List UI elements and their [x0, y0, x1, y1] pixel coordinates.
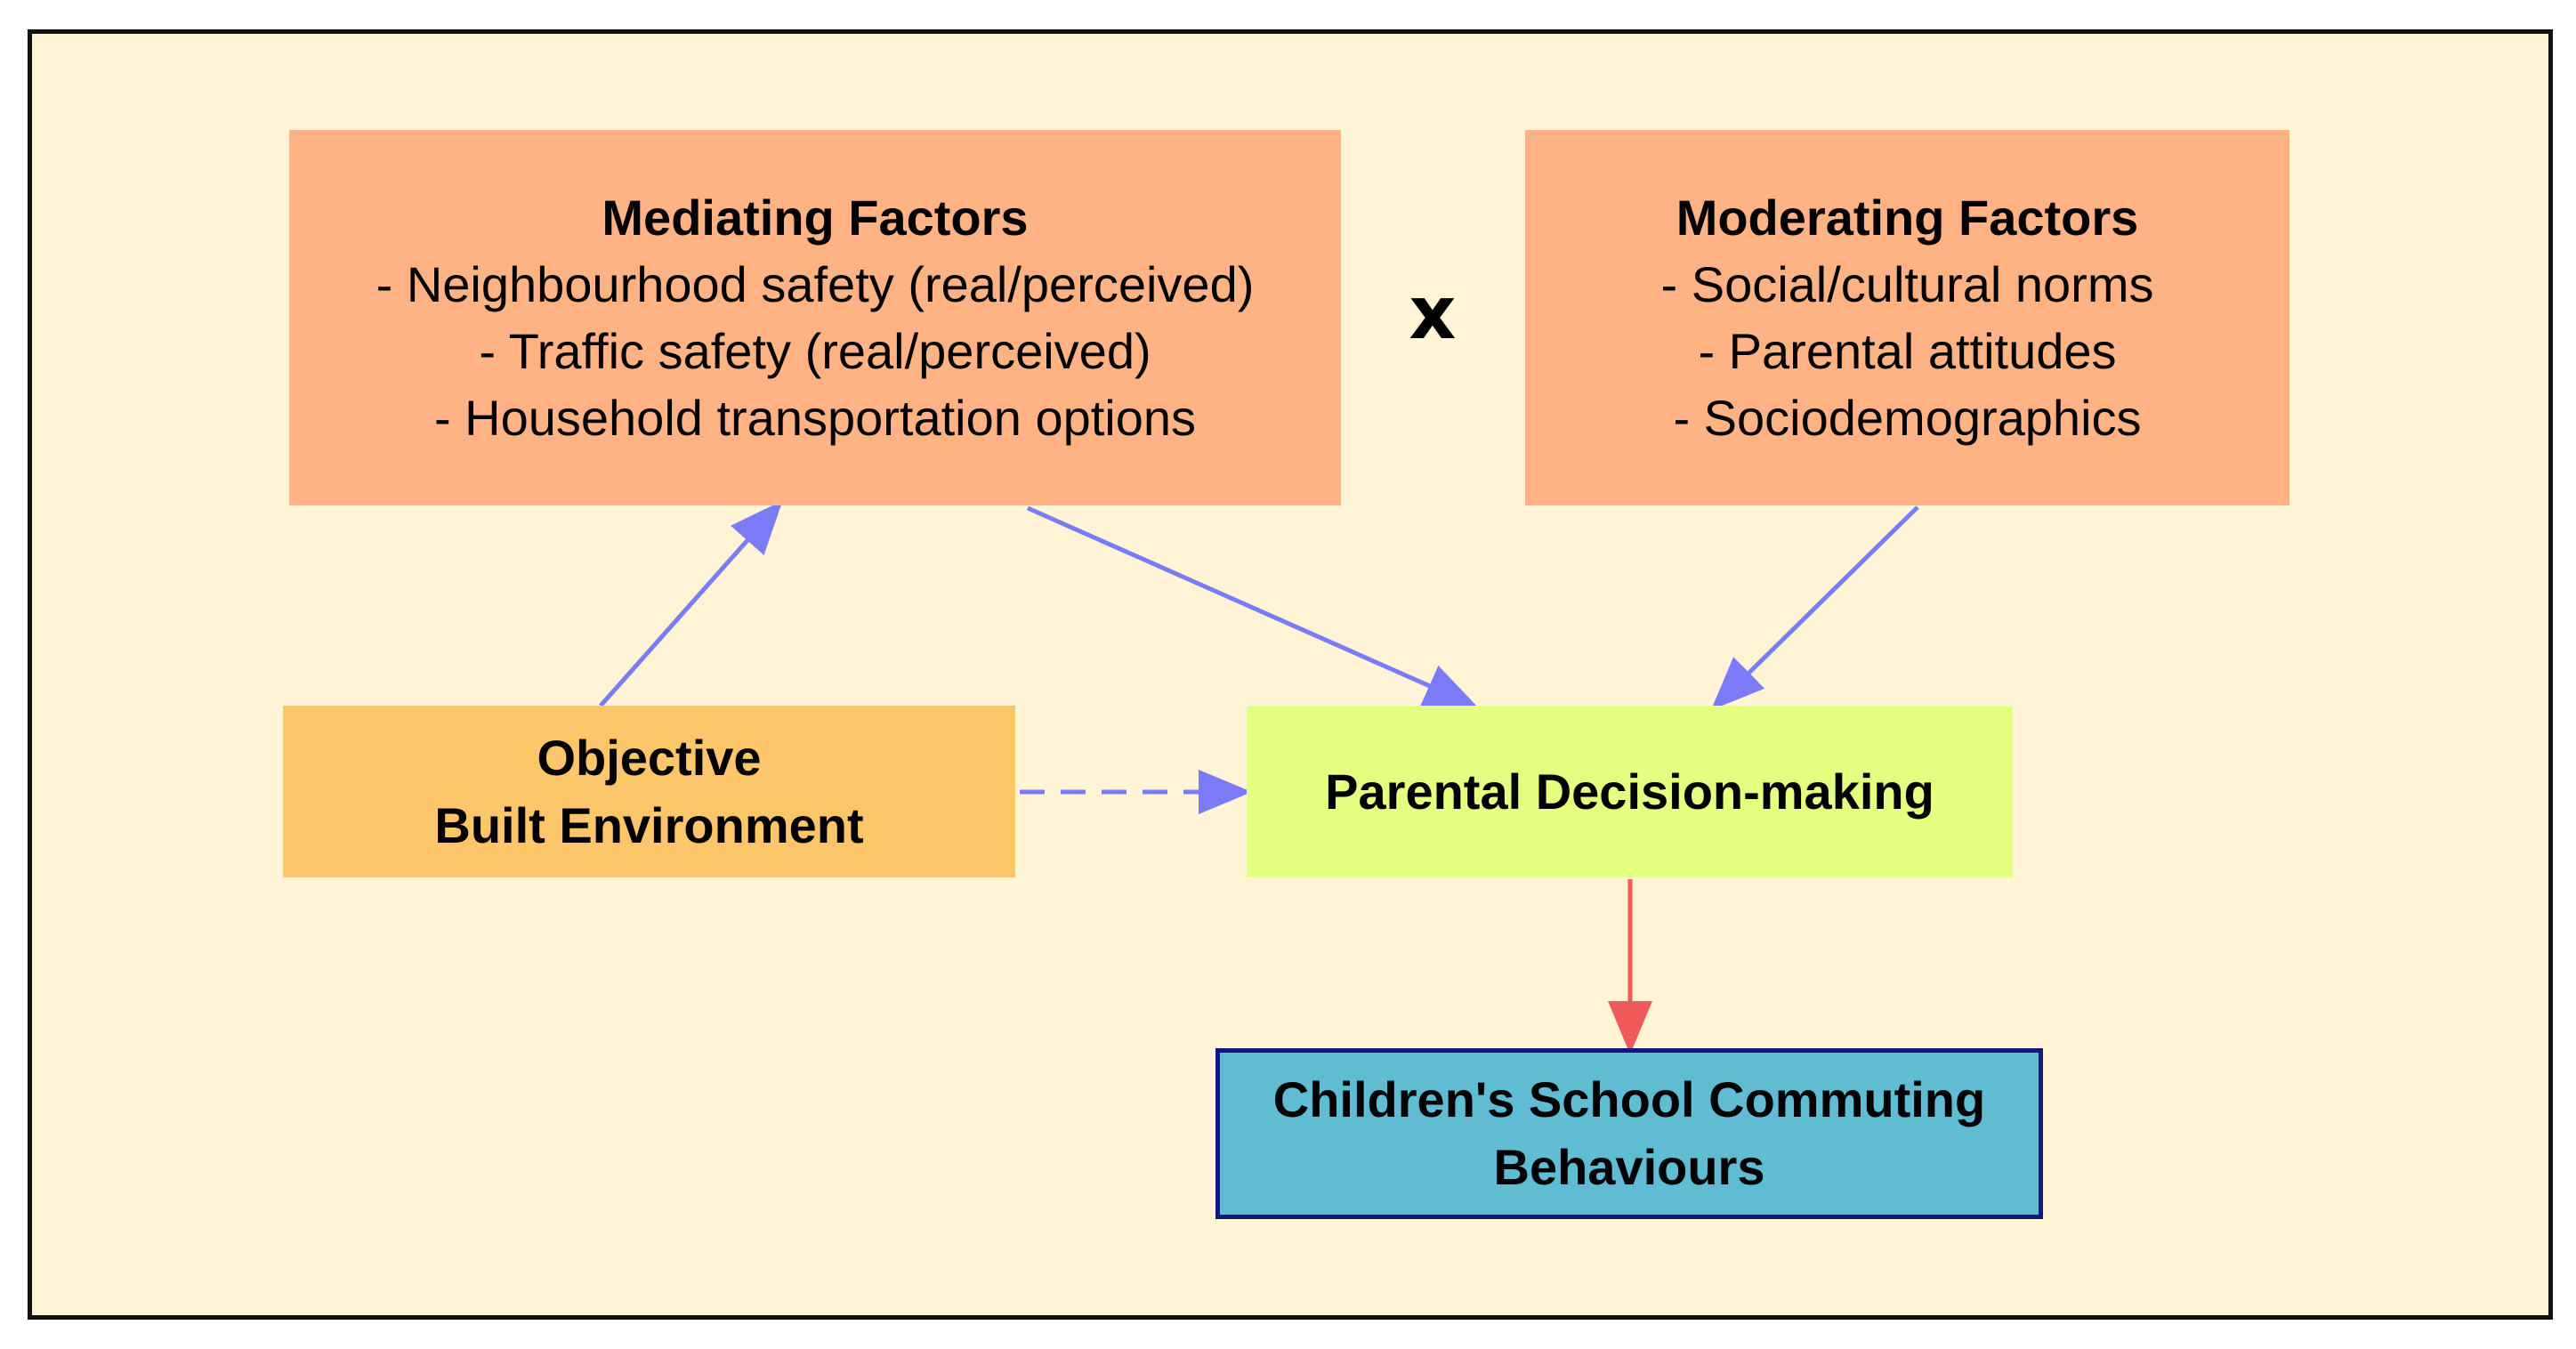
- objective-line-2: Built Environment: [434, 796, 864, 853]
- mediating-factors-title: Mediating Factors: [602, 189, 1029, 246]
- objective-built-environment-box: Objective Built Environment: [283, 706, 1015, 877]
- mediating-factor-item: - Traffic safety (real/perceived): [479, 323, 1151, 379]
- outcome-line-2: Behaviours: [1493, 1139, 1765, 1195]
- moderating-factors-title: Moderating Factors: [1676, 189, 2139, 246]
- parental-decision-title: Parental Decision-making: [1325, 763, 1934, 820]
- moderating-factor-item: - Social/cultural norms: [1660, 255, 2154, 312]
- mediating-factor-item: - Household transportation options: [433, 390, 1197, 447]
- moderating-factor-item: - Sociodemographics: [1673, 390, 2142, 447]
- parental-decision-box: Parental Decision-making: [1247, 706, 2013, 877]
- objective-line-1: Objective: [537, 729, 762, 786]
- mediating-factor-item: - Neighbourhood safety (real/perceived): [375, 255, 1255, 312]
- school-commuting-outcome-box: Children's School Commuting Behaviours: [1215, 1048, 2043, 1219]
- mediating-factors-box: Mediating Factors - Neighbourhood safety…: [289, 130, 1341, 505]
- interaction-symbol: x: [1409, 271, 1457, 356]
- moderating-factors-box: Moderating Factors - Social/cultural nor…: [1525, 130, 2289, 505]
- moderating-factor-item: - Parental attitudes: [1698, 323, 2117, 379]
- outcome-line-1: Children's School Commuting: [1272, 1071, 1986, 1128]
